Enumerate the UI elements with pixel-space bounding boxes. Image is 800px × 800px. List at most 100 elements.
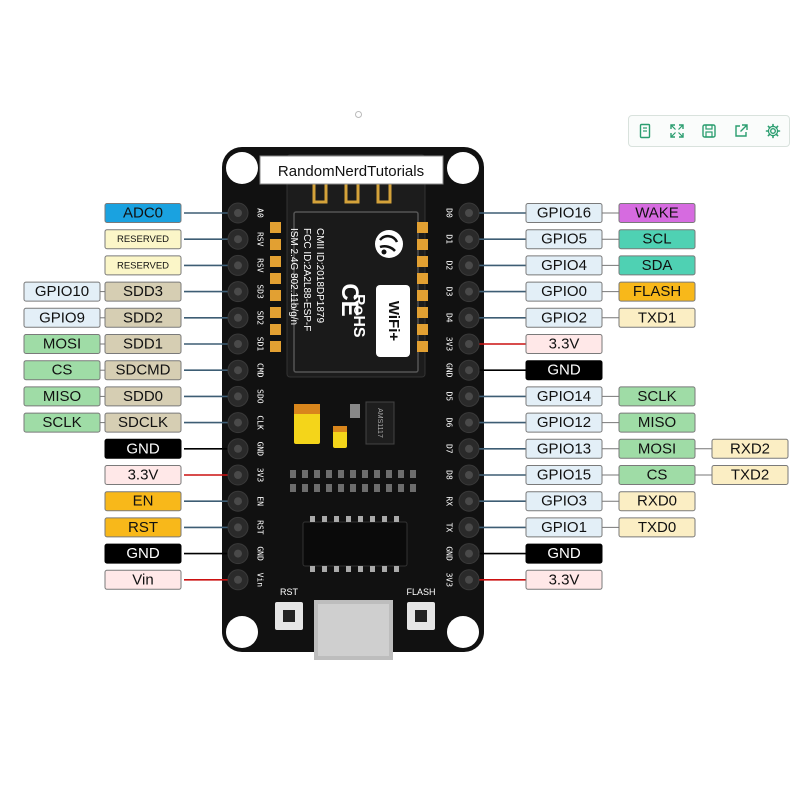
pin-label: SDCLK [104,412,182,433]
save-button[interactable] [698,120,720,142]
pin-label-text: GND [547,545,581,562]
pin-label-text: GND [547,362,581,379]
smd-part [362,470,368,478]
pin-silkscreen-right: 3V3 [445,573,454,588]
pin-label-text: Vin [132,571,153,588]
pin-label-text: SDD2 [123,309,163,326]
pin-label: 3.3V [104,465,182,485]
pin-label: MOSI [23,334,105,354]
pin-label: GPIO15 [525,465,603,485]
rohs-mark: RoHS [350,294,367,338]
pin-label-text: SCLK [42,414,81,431]
share-button[interactable] [730,120,752,142]
module-pad [417,324,428,335]
pin-label-text: GPIO2 [541,309,587,326]
regulator-chip [365,401,395,445]
pin-silkscreen-left: 3V3 [256,468,265,483]
pin-silkscreen-right: 3V3 [445,337,454,352]
pin-silkscreen-right: D3 [445,287,454,297]
smd-components [290,470,416,492]
pin-label: GPIO12 [525,412,603,433]
pin-label: GND [525,543,603,564]
smd-part [398,470,404,478]
pin-label: GPIO14 [525,386,603,407]
decorative-dot [355,111,362,118]
pin-label-text: CS [52,362,73,379]
pin-label: SCLK [602,386,696,407]
pin-label-text: TXD0 [638,519,676,536]
module-pad [270,239,281,250]
pin-silkscreen-left: Vin [256,573,265,588]
cert-line: CMII ID:2018DP1879 [314,228,325,323]
pin-label: GPIO4 [525,255,603,276]
pin-silkscreen-right: RX [445,496,454,506]
pin-label-text: GPIO13 [537,440,591,457]
smd-part [326,470,332,478]
pin-label: GND [104,543,182,564]
pin-label: MISO [602,412,696,433]
pin-label: GPIO1 [525,517,603,538]
mounting-hole [226,152,258,184]
pin-label: RST [104,517,182,538]
pin-label-text: SCLK [637,388,676,405]
module-pad [270,307,281,318]
pin-label: SCLK [23,412,105,433]
pin-label-text: RXD0 [637,493,677,510]
module-pad [270,222,281,233]
smd-part [302,484,308,492]
pin-label: RESERVED [104,229,182,250]
pin-label: ADC0 [104,203,182,223]
module-pads-left [270,222,281,352]
pin-label-text: RST [128,519,158,536]
pin-label-text: 3.3V [549,335,580,352]
pin-label: RXD0 [602,491,696,512]
pin-label-text: SDD3 [123,283,163,300]
pin-label: RXD2 [695,438,789,459]
pin-label: SDA [602,255,696,276]
antenna-trace [294,160,414,204]
pin-label-text: GPIO16 [537,204,591,221]
file-button[interactable] [634,120,656,142]
pin-label-text: RESERVED [117,260,169,271]
module-pad [270,341,281,352]
pin-silkscreen-right: D0 [445,208,454,218]
brand-label-box [259,155,444,185]
pin-label: GPIO3 [525,491,603,512]
pin-label: MISO [23,386,105,407]
pin-label: SDCMD [104,360,182,381]
pin-silkscreen-left: EN [256,496,265,506]
smd-part [326,484,332,492]
pin-silkscreen-left: SD3 [256,284,265,299]
pin-label-text: FLASH [633,283,681,300]
pin-silkscreen-right: D6 [445,418,454,428]
module-pad [417,239,428,250]
diagram-toolbar [628,115,790,147]
wifi-badge-label: WiFi+ [385,301,402,342]
rst-button-label: RST [280,587,299,597]
pin-silkscreen-left: RST [256,520,265,535]
module-pad [417,341,428,352]
pin-label-text: SDD0 [123,388,163,405]
pin-silkscreen-right: D5 [445,392,454,402]
pin-label-text: MISO [638,414,676,431]
smd-part [362,484,368,492]
brand-label: RandomNerdTutorials [278,163,424,180]
pin-silkscreen-left: GND [256,442,265,457]
smd-part [350,470,356,478]
smd-part [314,484,320,492]
settings-button[interactable] [762,120,784,142]
pin-label: SDD2 [104,307,182,328]
regulator-label: AMS1117 [376,408,383,438]
board-pin-headers [227,202,480,591]
usb-serial-chip [302,521,408,567]
pin-label: 3.3V [525,334,603,354]
smd-part [290,484,296,492]
expand-button[interactable] [666,120,688,142]
module-pad [417,222,428,233]
pin-label-text: GND [126,440,160,457]
pin-label-text: GPIO0 [541,283,587,300]
